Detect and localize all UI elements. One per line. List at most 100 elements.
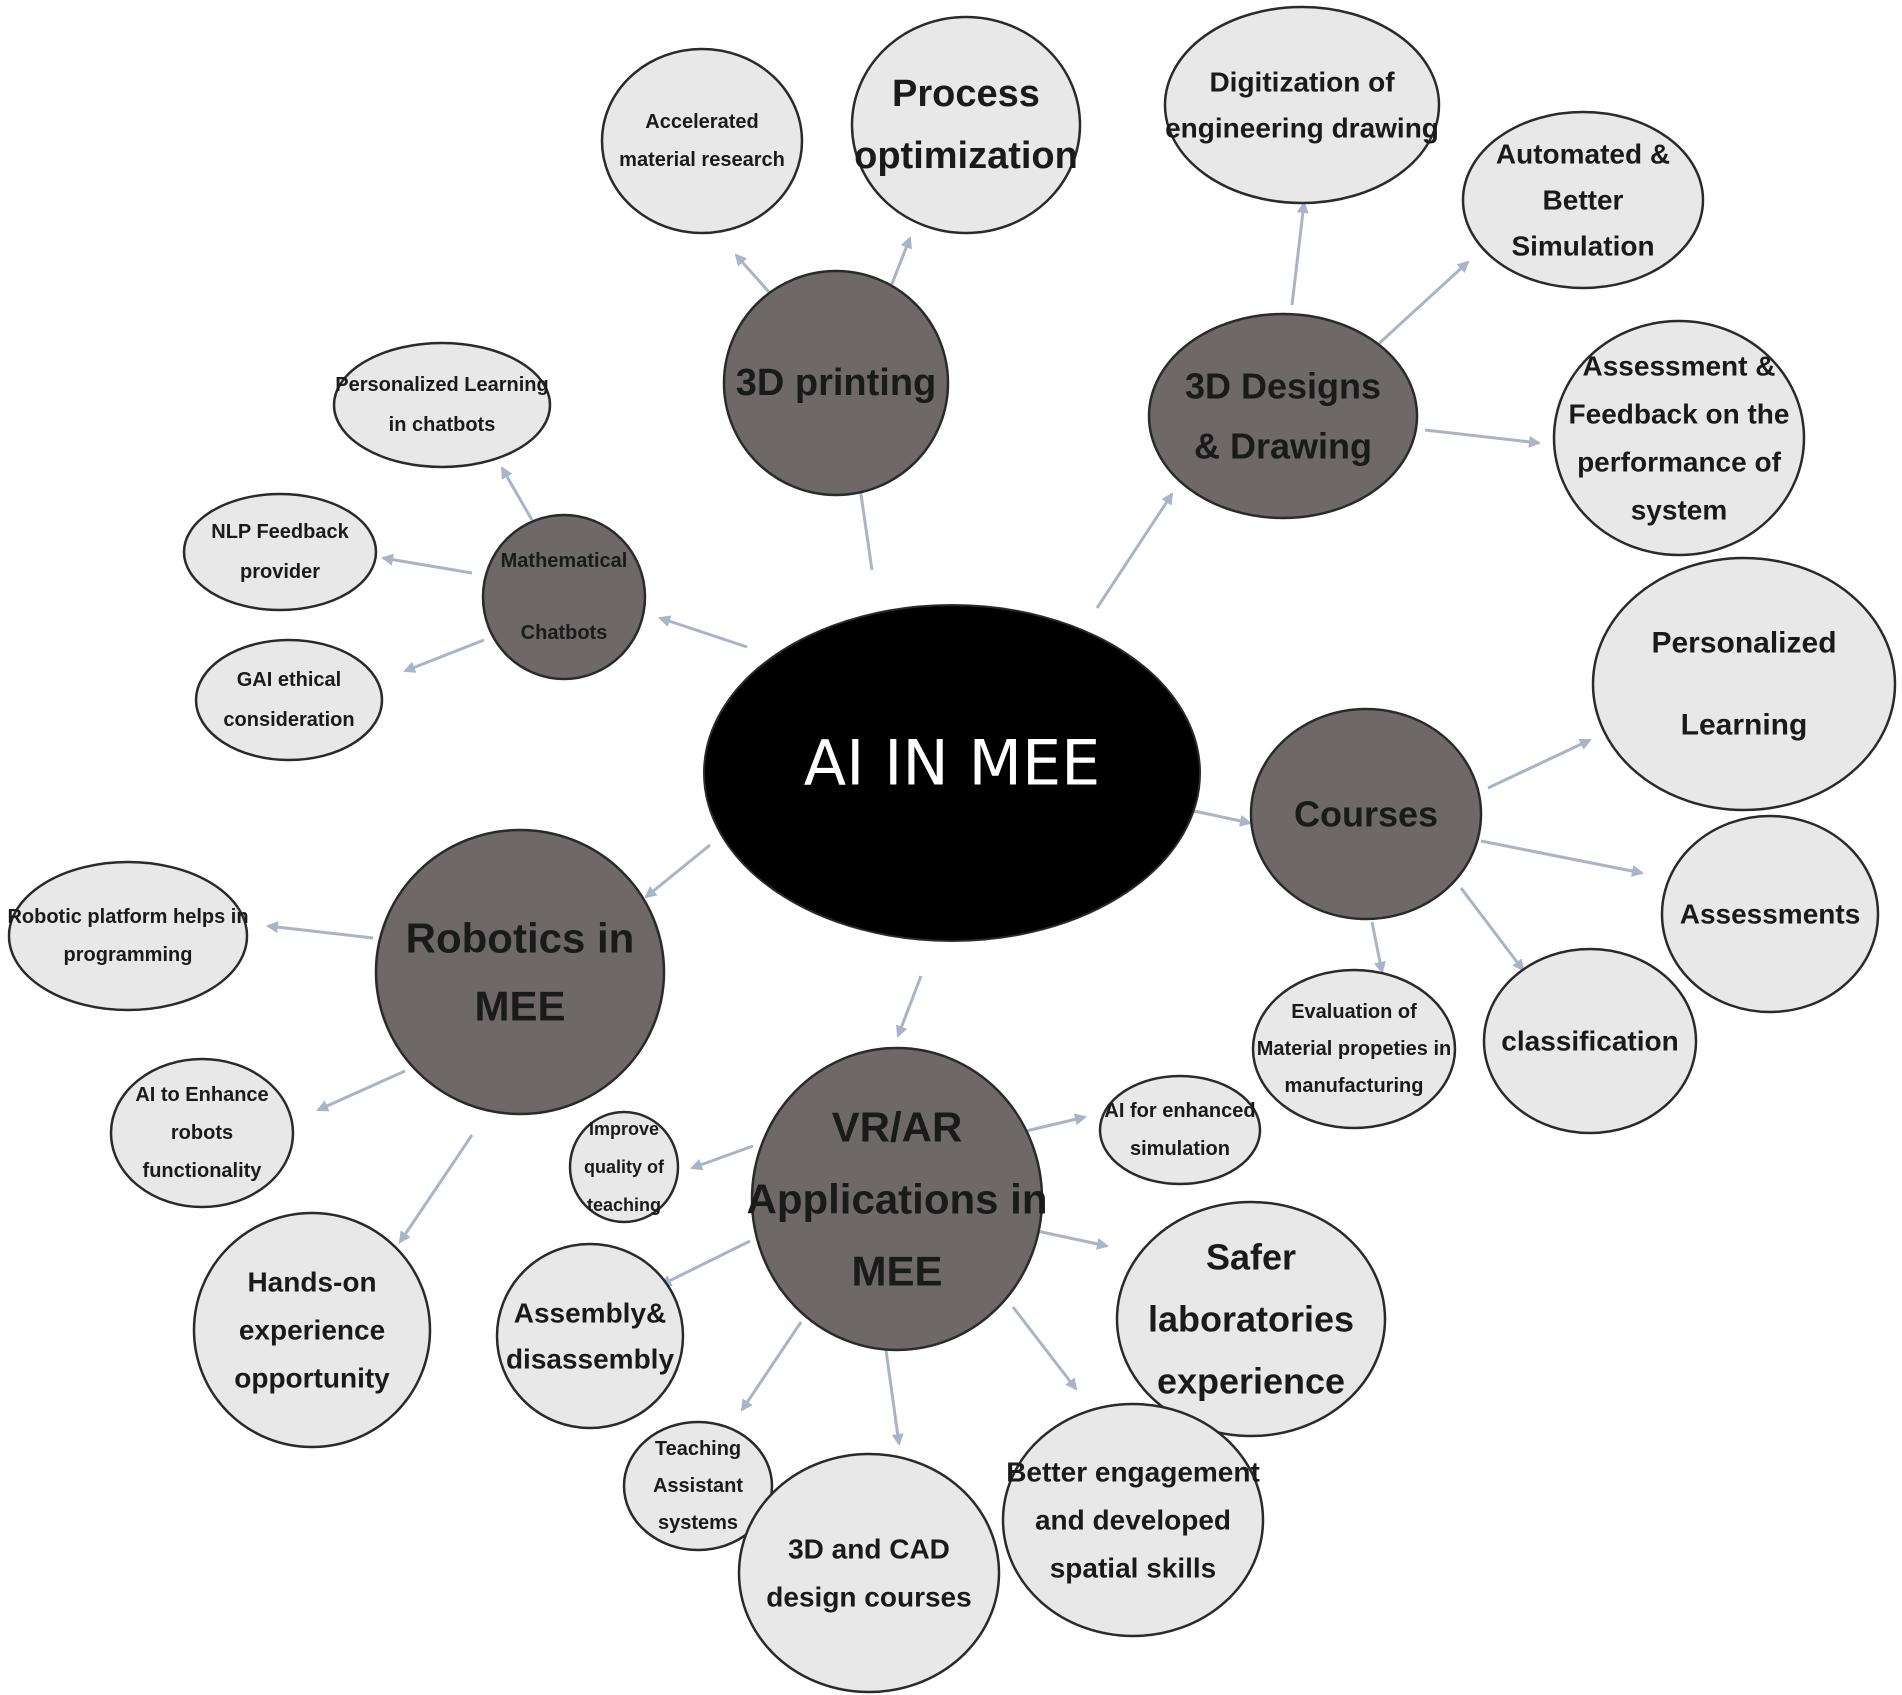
leaf-node-nlp-feedback-shape bbox=[182, 492, 378, 612]
leaf-node-ai-enhanced-simulation-label-line: AI for enhanced bbox=[1104, 1100, 1255, 1122]
connector-arrow bbox=[884, 1349, 904, 1446]
leaf-node-process-optimization-label-line: Process bbox=[892, 73, 1040, 115]
leaf-node-hands-on-shape bbox=[192, 1211, 432, 1449]
connector-arrow bbox=[398, 1134, 474, 1244]
leaf-node-gai-ethical-shape bbox=[194, 638, 384, 762]
hub-node-robotics-label-line: Robotics in bbox=[406, 915, 635, 962]
connector-arrow bbox=[690, 1144, 754, 1171]
connector-arrow bbox=[316, 1069, 406, 1112]
leaf-node-assessment-feedback-label-line: performance of bbox=[1577, 447, 1781, 478]
hub-node-robotics-label-line: MEE bbox=[474, 983, 565, 1030]
leaf-node-digitization-drawing-label-line: Digitization of bbox=[1209, 67, 1395, 98]
leaf-node-evaluation-material-shape bbox=[1251, 968, 1457, 1130]
leaf-node-ai-enhanced-simulation-label-line: simulation bbox=[1130, 1138, 1230, 1160]
leaf-node-accelerated-material-research-shape bbox=[600, 47, 804, 235]
hub-node-3d-printing-label-line: 3D printing bbox=[736, 362, 937, 404]
leaf-node-safer-labs-label-line: laboratories bbox=[1148, 1299, 1354, 1340]
leaf-node-teaching-assistant-label-line: Teaching bbox=[655, 1438, 741, 1460]
leaf-node-teaching-assistant-label-line: Assistant bbox=[653, 1475, 743, 1497]
leaf-node-automated-simulation-label-line: Simulation bbox=[1511, 231, 1654, 262]
leaf-node-automated-simulation-shape bbox=[1461, 110, 1705, 290]
hub-node-chatbots-shape bbox=[481, 513, 647, 681]
hub-node-robotics-shape bbox=[374, 828, 666, 1116]
leaf-node-personalized-learning-chatbots-label-line: in chatbots bbox=[389, 414, 496, 436]
connector-arrow bbox=[500, 466, 534, 521]
leaf-node-personalized-learning-chatbots: Personalized Learning in chatbots bbox=[332, 341, 552, 469]
nodes-layer: AI IN MEE 3D printing 3D Designs& DrawingM… bbox=[7, 5, 1897, 1694]
leaf-node-classification-label-line: classification bbox=[1501, 1026, 1678, 1057]
leaf-node-personalized-learning-label-line: Personalized bbox=[1651, 627, 1836, 660]
leaf-node-assembly-label-line: disassembly bbox=[506, 1344, 675, 1375]
leaf-node-assessment-feedback-label-line: Assessment & bbox=[1583, 351, 1776, 382]
leaf-node-hands-on-label-line: Hands-on bbox=[247, 1267, 376, 1298]
leaf-node-ai-enhanced-simulation: AI for enhanced simulation bbox=[1098, 1074, 1262, 1186]
connector-arrow bbox=[659, 1239, 751, 1287]
connector-arrow bbox=[1095, 492, 1174, 609]
leaf-node-evaluation-material-label-line: manufacturing bbox=[1285, 1075, 1424, 1097]
leaf-node-better-engagement-shape bbox=[1001, 1402, 1265, 1638]
connector-arrow bbox=[266, 921, 374, 940]
hub-node-vrar-label-line: Applications in bbox=[746, 1176, 1047, 1223]
leaf-node-improve-teaching-label-line: Improve bbox=[589, 1119, 659, 1139]
connector-arrow bbox=[1011, 1306, 1078, 1391]
hub-node-3d-designs-shape bbox=[1147, 312, 1419, 520]
hub-node-3d-designs: 3D Designs& Drawing bbox=[1147, 312, 1419, 520]
connector-arrow bbox=[658, 615, 748, 649]
center-node: AI IN MEE bbox=[703, 604, 1201, 942]
hub-node-3d-printing: 3D printing bbox=[722, 269, 950, 497]
leaf-node-digitization-drawing: Digitization of engineering drawing bbox=[1163, 5, 1441, 205]
leaf-node-automated-simulation-label-line: Automated & bbox=[1496, 139, 1670, 170]
leaf-node-assessment-feedback-label-line: Feedback on the bbox=[1569, 399, 1790, 430]
leaf-node-ai-enhance-robots-label-line: functionality bbox=[143, 1160, 263, 1182]
leaf-node-ai-enhance-robots-label-line: AI to Enhance bbox=[135, 1084, 268, 1106]
leaf-node-gai-ethical-label-line: GAI ethical bbox=[237, 669, 341, 691]
leaf-node-cad-courses-label-line: design courses bbox=[766, 1582, 971, 1613]
connector-arrow bbox=[1290, 201, 1309, 306]
hub-node-courses-label-line: Courses bbox=[1294, 794, 1438, 835]
leaf-node-personalized-learning-shape bbox=[1591, 556, 1897, 812]
hub-node-3d-printing-shape bbox=[722, 269, 950, 497]
leaf-node-digitization-drawing-label-line: engineering drawing bbox=[1165, 113, 1439, 144]
leaf-node-automated-simulation-label-line: Better bbox=[1543, 185, 1624, 216]
leaf-node-assessments: Assessments bbox=[1660, 814, 1880, 1014]
hub-node-chatbots-label-line: Mathematical bbox=[501, 550, 628, 572]
leaf-node-assessment-feedback-shape bbox=[1552, 319, 1806, 557]
leaf-node-accelerated-material-research-label-line: Accelerated bbox=[645, 111, 758, 133]
leaf-node-robotic-platform-label-line: programming bbox=[64, 944, 193, 966]
hub-node-courses-shape bbox=[1249, 707, 1483, 921]
leaf-node-evaluation-material-label-line: Material propeties in bbox=[1257, 1038, 1452, 1060]
leaf-node-hands-on-label-line: opportunity bbox=[234, 1363, 390, 1394]
leaf-node-teaching-assistant-shape bbox=[622, 1420, 774, 1552]
leaf-node-personalized-learning-chatbots-shape bbox=[332, 341, 552, 469]
leaf-node-process-optimization-label-line: optimization bbox=[854, 135, 1078, 177]
leaf-node-cad-courses-shape bbox=[737, 1452, 1001, 1694]
connector-arrow bbox=[1036, 1229, 1109, 1250]
connector-arrow bbox=[895, 975, 923, 1038]
leaf-node-assessments-shape bbox=[1660, 814, 1880, 1014]
leaf-node-assessments-label-line: Assessments bbox=[1680, 899, 1861, 930]
leaf-node-assessment-feedback: Assessment & Feedback on the performance o… bbox=[1552, 319, 1806, 557]
leaf-node-safer-labs-shape bbox=[1115, 1200, 1387, 1438]
leaf-node-better-engagement-label-line: Better engagement bbox=[1006, 1457, 1260, 1488]
leaf-node-improve-teaching-label-line: teaching bbox=[587, 1195, 661, 1215]
leaf-node-robotic-platform-shape bbox=[7, 860, 249, 1012]
leaf-node-hands-on-label-line: experience bbox=[239, 1315, 385, 1346]
leaf-node-assembly-label-line: Assembly& bbox=[514, 1298, 667, 1329]
leaf-node-assessment-feedback-label-line: system bbox=[1631, 495, 1728, 526]
hub-node-courses: Courses bbox=[1249, 707, 1483, 921]
leaf-node-gai-ethical-label-line: consideration bbox=[223, 709, 354, 731]
hub-node-vrar-shape bbox=[750, 1046, 1044, 1352]
leaf-node-personalized-learning-chatbots-label-line: Personalized Learning bbox=[335, 374, 548, 396]
leaf-node-ai-enhanced-simulation-shape bbox=[1098, 1074, 1262, 1186]
center-node-shape bbox=[703, 604, 1201, 942]
